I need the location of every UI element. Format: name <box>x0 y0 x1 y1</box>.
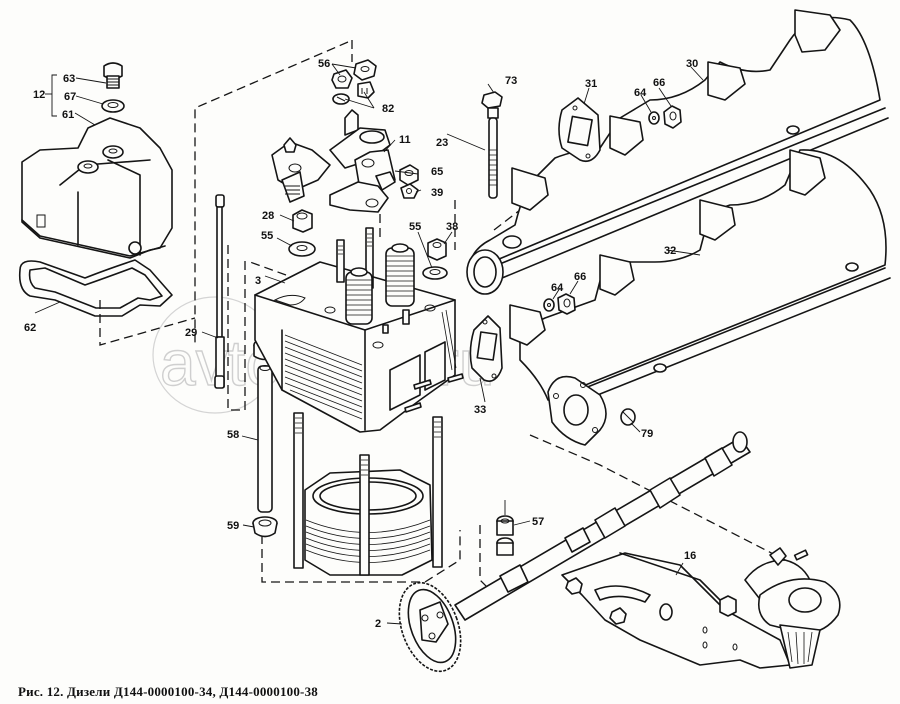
callout-61: 61 <box>62 109 74 121</box>
callout-56: 56 <box>318 58 330 70</box>
cam-lobes <box>499 431 748 593</box>
plug-79 <box>620 408 636 426</box>
callout-11: 11 <box>399 134 411 146</box>
figure-caption: Рис. 12. Дизели Д144-0000100-34, Д144-00… <box>18 684 318 699</box>
nut-28 <box>292 209 313 233</box>
cylinder-liner <box>293 412 443 576</box>
leader-lines <box>34 63 704 625</box>
exhaust-manifold-30 <box>466 9 889 295</box>
rocker-assembly-11 <box>271 109 396 213</box>
callout-67: 67 <box>64 91 76 103</box>
intake-manifold-32 <box>509 149 891 411</box>
callout-62: 62 <box>24 322 36 334</box>
callout-32: 32 <box>664 245 676 257</box>
callout-55-right: 55 <box>409 221 421 233</box>
bracket-16 <box>561 552 791 669</box>
group-bracket-12 <box>51 74 57 117</box>
cylinder-head-3 <box>254 227 464 433</box>
callout-55-left: 55 <box>261 230 273 242</box>
callout-labels: 63 12 67 61 62 29 58 59 56 82 11 23 65 3… <box>24 58 698 630</box>
seal-59 <box>252 516 278 538</box>
callout-57: 57 <box>532 516 544 528</box>
callout-64-upper: 64 <box>634 87 647 99</box>
callout-64-lower: 64 <box>551 282 564 294</box>
callout-33: 33 <box>474 404 486 416</box>
callout-31: 31 <box>585 78 597 90</box>
nut-65 <box>399 164 419 186</box>
manifold-flange <box>547 375 607 446</box>
callout-65: 65 <box>431 166 443 178</box>
callout-3: 3 <box>255 275 261 287</box>
tube-58 <box>257 365 273 513</box>
callout-12: 12 <box>33 89 45 101</box>
callout-2: 2 <box>375 618 381 630</box>
push-rod-29 <box>214 194 225 389</box>
callout-63: 63 <box>63 73 75 85</box>
callout-59: 59 <box>227 520 239 532</box>
bushing-57 <box>496 515 514 556</box>
washer-nut-64-66-upper <box>648 105 682 129</box>
bolt-63 <box>103 62 123 89</box>
callout-30: 30 <box>686 58 698 70</box>
nut-38 <box>427 238 447 261</box>
camshaft-2 <box>398 431 751 673</box>
gasket-62 <box>18 259 173 317</box>
washer-nut-64-66-lower <box>543 293 576 315</box>
callout-39: 39 <box>431 187 443 199</box>
cam-gear <box>398 581 462 673</box>
clip-39 <box>400 183 419 199</box>
washer-55-left <box>288 241 316 257</box>
injector-23 <box>481 91 503 199</box>
callout-82: 82 <box>382 103 394 115</box>
callout-16: 16 <box>684 550 696 562</box>
callout-28: 28 <box>262 210 274 222</box>
washer-55-right <box>422 266 448 280</box>
head-cover-61 <box>21 117 173 259</box>
callout-66-upper: 66 <box>653 77 665 89</box>
gasket-31 <box>558 97 601 163</box>
head-fins <box>284 309 457 420</box>
pump-flange <box>744 547 841 669</box>
callout-73: 73 <box>505 75 517 87</box>
washer-67 <box>101 99 125 113</box>
callout-66-lower: 66 <box>574 271 586 283</box>
callout-23: 23 <box>436 137 448 149</box>
nuts-56-82 <box>331 59 377 105</box>
callout-38: 38 <box>446 221 458 233</box>
callout-79: 79 <box>641 428 653 440</box>
callout-29: 29 <box>185 327 197 339</box>
gasket-33 <box>469 315 503 382</box>
callout-58: 58 <box>227 429 239 441</box>
